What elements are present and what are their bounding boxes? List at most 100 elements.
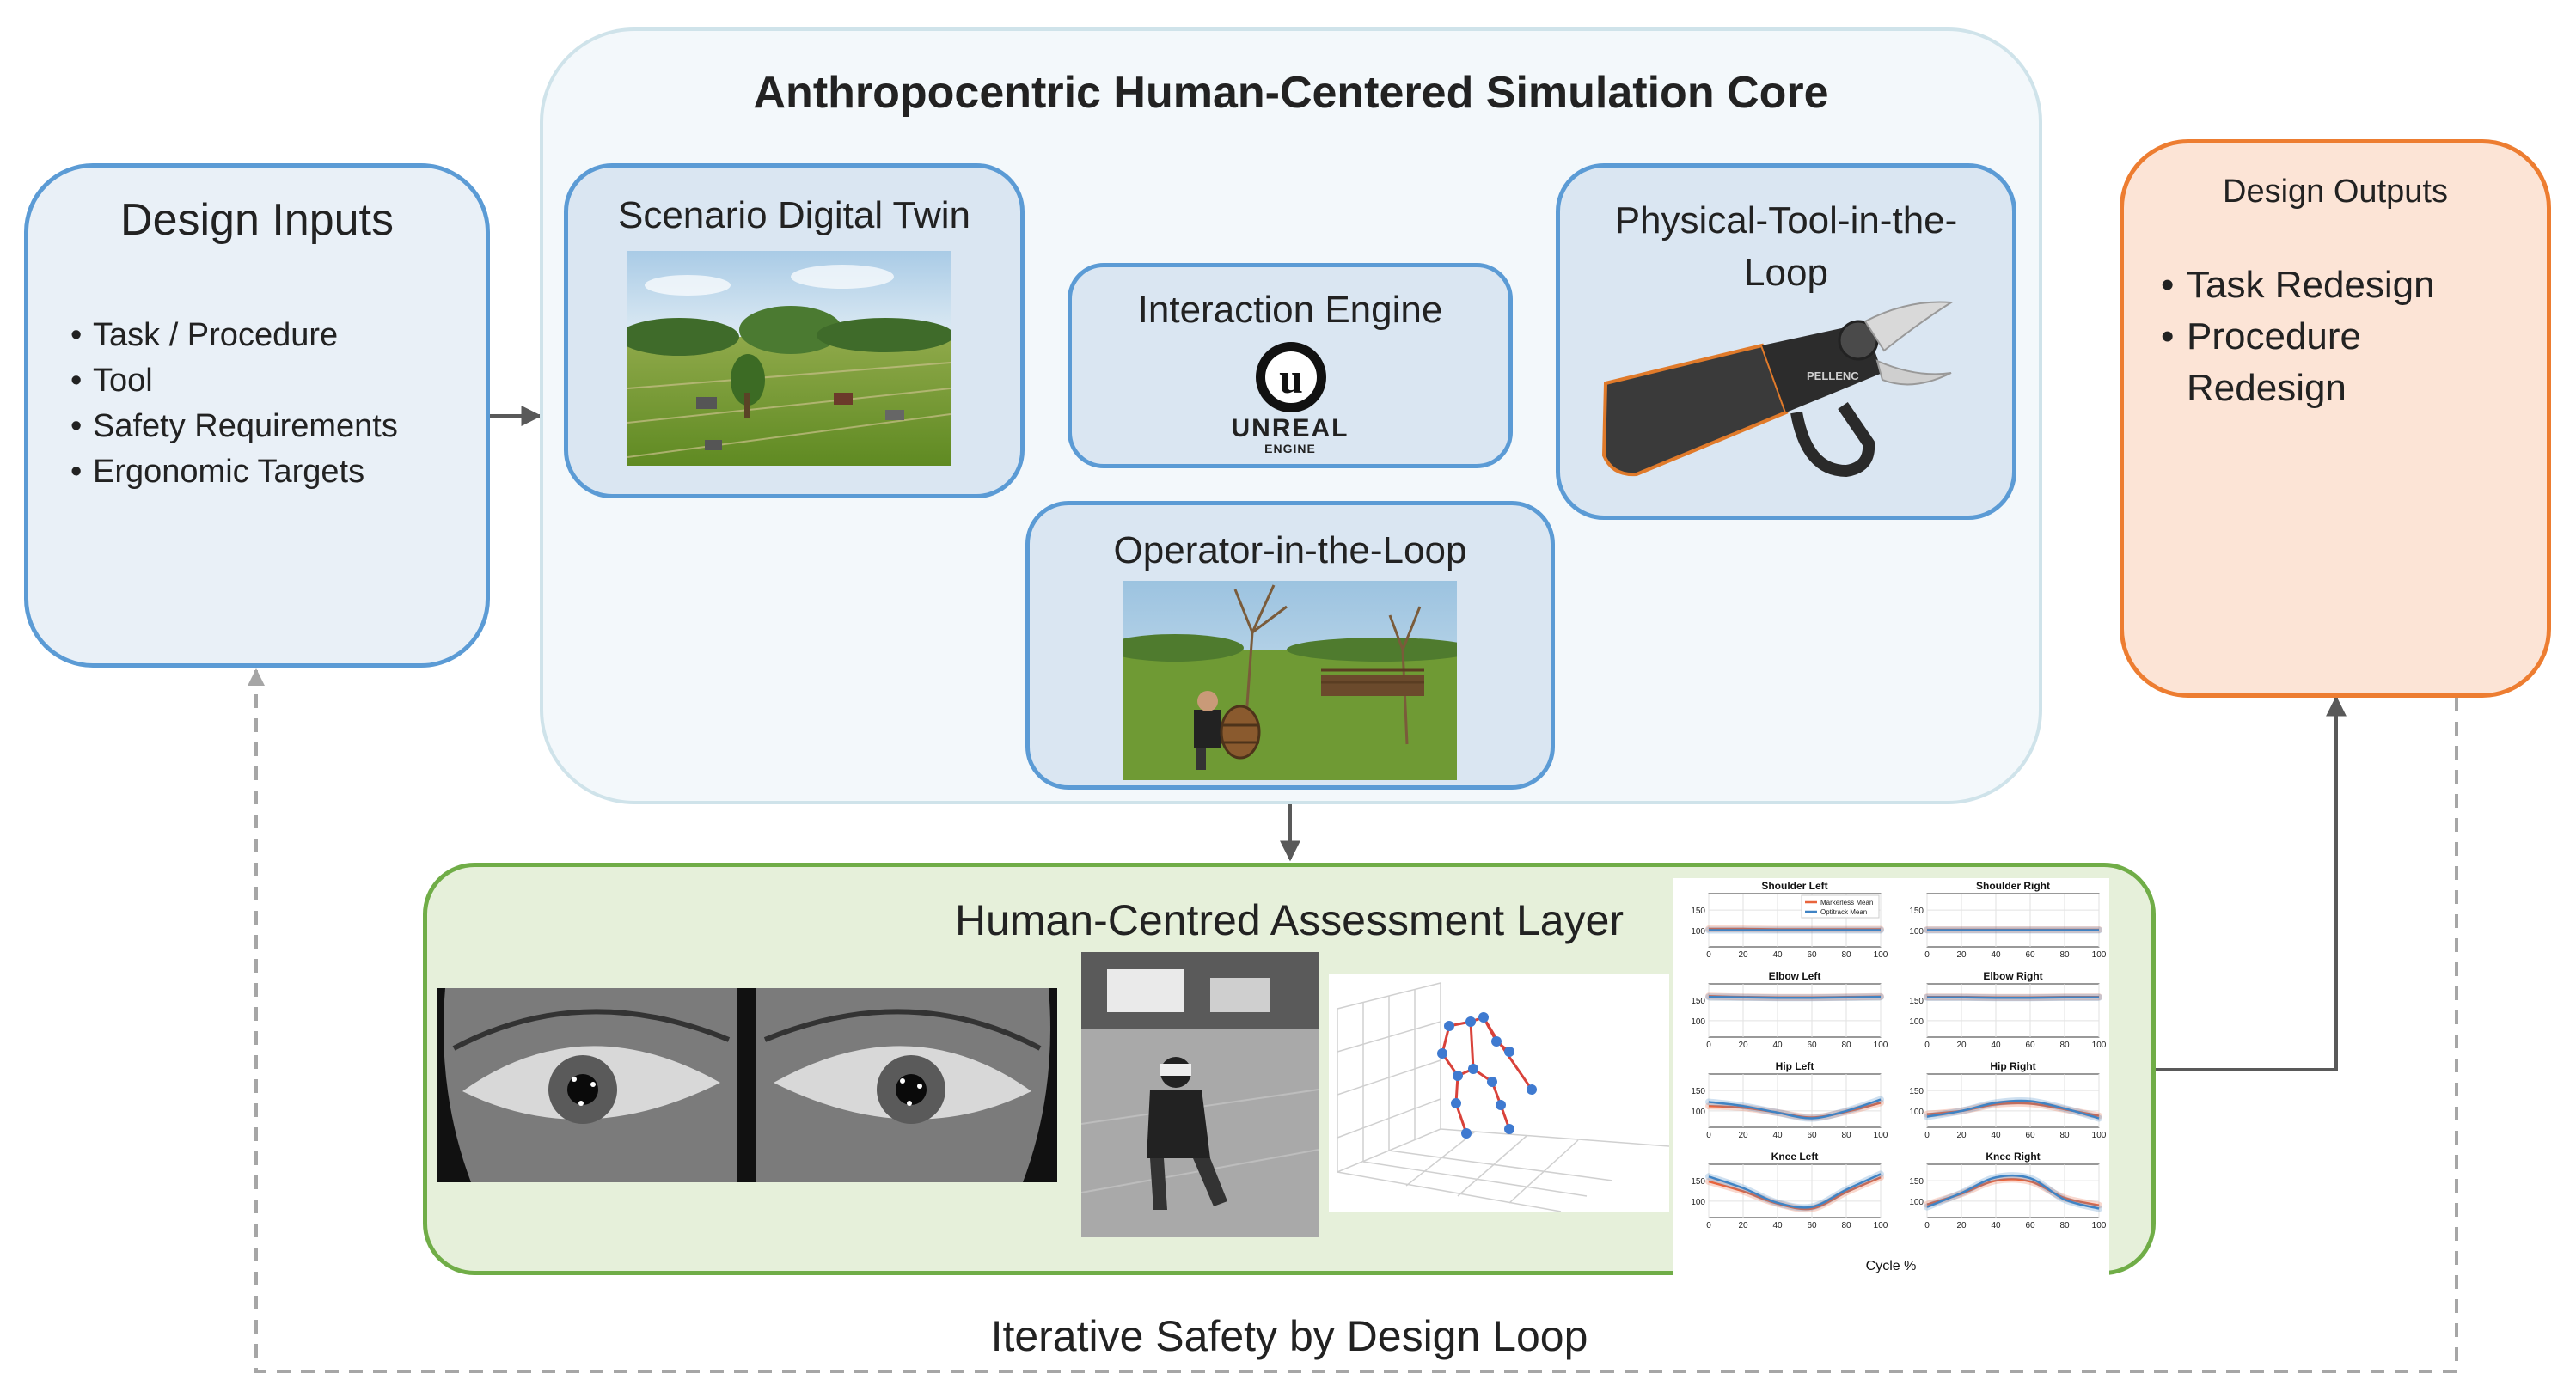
arrow-assessment-to-outputs (2156, 695, 2347, 1071)
core-title: Anthropocentric Human-Centered Simulatio… (753, 68, 1829, 118)
chart-x-tick-label: 60 (2025, 1041, 2035, 1050)
chart-x-tick-label: 60 (1807, 1131, 1817, 1140)
chart-x-tick-label: 40 (1991, 950, 2001, 960)
chart-x-tick-label: 20 (1738, 950, 1748, 960)
chart-x-tick-label: 0 (1924, 1041, 1930, 1050)
chart-x-tick-label: 20 (1738, 1041, 1748, 1050)
chart-panel-title: Shoulder Right (1976, 880, 2050, 892)
chart-panel-title: Knee Left (1771, 1151, 1819, 1163)
chart-y-tick-label: 100 (1691, 1198, 1705, 1207)
interaction-engine-title: Interaction Engine (1137, 289, 1443, 331)
chart-y-tick-label: 150 (1691, 1087, 1705, 1096)
scenario-twin-title: Scenario Digital Twin (617, 194, 971, 236)
chart-y-tick-label: 150 (1691, 997, 1705, 1006)
pruning-shears-image: PELLENC (1601, 301, 1955, 478)
chart-x-tick-label: 100 (1874, 1041, 1888, 1050)
chart-series-line (1708, 996, 1882, 999)
chart-x-tick-label: 20 (1738, 1131, 1748, 1140)
chart-x-tick-label: 100 (2092, 950, 2107, 960)
chart-x-tick-label: 0 (1924, 950, 1930, 960)
chart-x-axis-label: Cycle % (1866, 1259, 1917, 1273)
chart-panel-title: Elbow Left (1769, 970, 1821, 982)
unreal-logo-text: UNREAL (1231, 414, 1349, 443)
input-item: Safety Requirements (67, 404, 398, 449)
chart-x-tick-label: 0 (1706, 1041, 1711, 1050)
chart-y-tick-label: 100 (1909, 1108, 1924, 1117)
chart-x-tick-label: 80 (2059, 950, 2070, 960)
chart-panel-title: Hip Left (1776, 1060, 1814, 1072)
chart-plot-area (1926, 1163, 2100, 1218)
skeleton-3d-plot (1329, 974, 1669, 1212)
chart-x-tick-label: 0 (1706, 950, 1711, 960)
chart-x-tick-label: 80 (1841, 1221, 1851, 1230)
chart-series-line (1926, 1099, 2100, 1120)
operator-scene-image (1123, 581, 1457, 780)
chart-y-tick-label: 150 (1909, 907, 1924, 916)
chart-x-tick-label: 40 (1991, 1041, 2001, 1050)
chart-x-tick-label: 20 (1956, 1041, 1967, 1050)
design-inputs-list: Task / Procedure Tool Safety Requirement… (67, 313, 398, 495)
chart-y-tick-label: 100 (1691, 1108, 1705, 1117)
unreal-logo-subtext: ENGINE (1264, 442, 1316, 455)
output-item: Procedure Redesign (2157, 311, 2518, 414)
chart-x-tick-label: 60 (1807, 1221, 1817, 1230)
chart-x-tick-label: 100 (2092, 1221, 2107, 1230)
iterative-loop-label: Iterative Safety by Design Loop (990, 1312, 1588, 1360)
design-outputs-title: Design Outputs (2223, 174, 2448, 210)
eye-tracking-image (437, 988, 1057, 1182)
input-item: Tool (67, 358, 398, 404)
pellenc-brand-text: PELLENC (1807, 369, 1859, 382)
chart-x-tick-label: 40 (1991, 1221, 2001, 1230)
chart-x-tick-label: 0 (1924, 1221, 1930, 1230)
chart-series-line (1926, 1174, 2100, 1210)
scenario-twin-image (627, 251, 951, 466)
chart-panel-title: Shoulder Left (1761, 880, 1827, 892)
chart-x-tick-label: 80 (1841, 1131, 1851, 1140)
input-item: Task / Procedure (67, 313, 398, 358)
chart-x-tick-label: 100 (2092, 1131, 2107, 1140)
chart-plot-area (1926, 983, 2100, 1038)
chart-x-tick-label: 40 (1772, 1131, 1783, 1140)
chart-x-tick-label: 0 (1706, 1221, 1711, 1230)
chart-y-tick-label: 150 (1909, 1177, 1924, 1187)
chart-x-tick-label: 60 (2025, 1221, 2035, 1230)
assessment-title: Human-Centred Assessment Layer (954, 896, 1625, 944)
output-item: Task Redesign (2157, 259, 2518, 311)
chart-y-tick-label: 150 (1909, 997, 1924, 1006)
chart-x-tick-label: 100 (1874, 950, 1888, 960)
chart-x-tick-label: 60 (1807, 1041, 1817, 1050)
chart-legend-label: Optitrack Mean (1820, 908, 1867, 916)
chart-x-tick-label: 60 (1807, 950, 1817, 960)
chart-y-tick-label: 100 (1909, 1198, 1924, 1207)
chart-x-tick-label: 0 (1706, 1131, 1711, 1140)
chart-legend-label: Markerless Mean (1820, 899, 1873, 907)
chart-y-tick-label: 150 (1691, 1177, 1705, 1187)
operator-title: Operator-in-the-Loop (1113, 529, 1467, 571)
chart-x-tick-label: 0 (1924, 1131, 1930, 1140)
chart-x-tick-label: 80 (1841, 950, 1851, 960)
chart-x-tick-label: 80 (1841, 1041, 1851, 1050)
chart-x-tick-label: 100 (2092, 1041, 2107, 1050)
design-outputs-list: Task Redesign Procedure Redesign (2157, 259, 2518, 414)
chart-x-tick-label: 20 (1956, 950, 1967, 960)
chart-legend-box (1801, 894, 1880, 919)
chart-panel-title: Knee Right (1986, 1151, 2040, 1163)
chart-x-tick-label: 100 (1874, 1221, 1888, 1230)
chart-x-tick-label: 40 (1991, 1131, 2001, 1140)
chart-plot-area (1708, 1073, 1882, 1128)
left-eye-icon (444, 988, 737, 1182)
chart-x-tick-label: 40 (1772, 1041, 1783, 1050)
vr-user-image (1081, 952, 1319, 1237)
chart-x-tick-label: 80 (2059, 1041, 2070, 1050)
chart-plot-area (1708, 983, 1882, 1038)
chart-x-tick-label: 80 (2059, 1131, 2070, 1140)
chart-series-line (1708, 1098, 1882, 1120)
input-item: Ergonomic Targets (67, 449, 398, 495)
